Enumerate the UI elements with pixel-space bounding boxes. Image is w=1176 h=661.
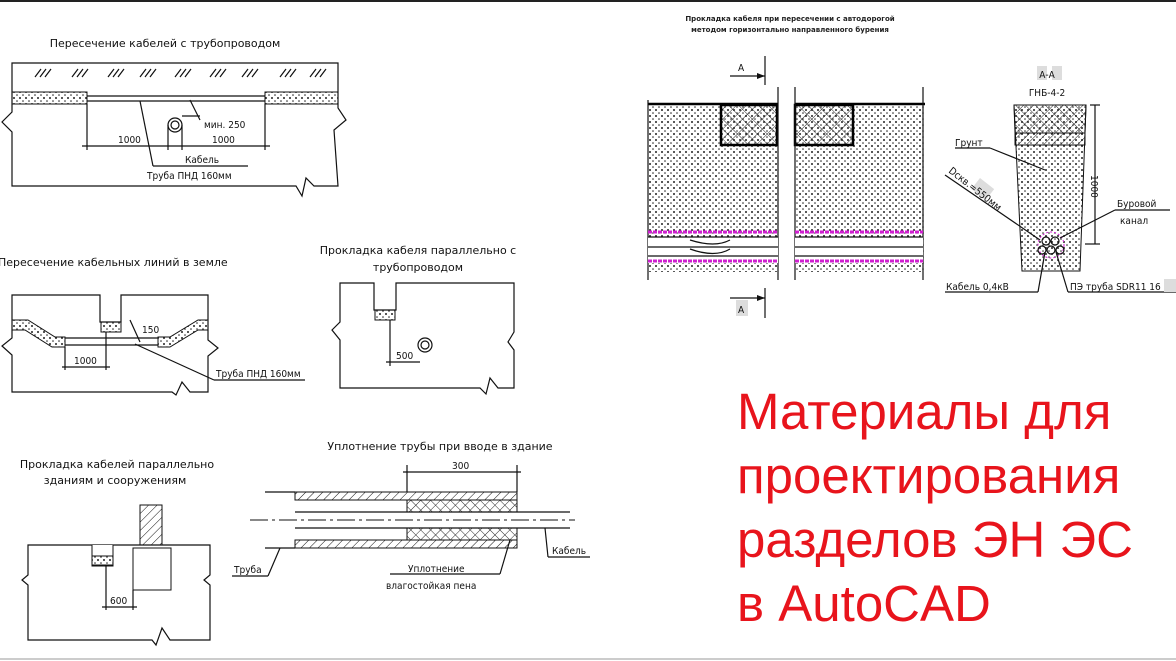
drawing-title-line1: Прокладка кабеля при пересечении с автод… xyxy=(685,15,894,23)
dim-150: 150 xyxy=(142,325,159,336)
soil-label: Грунт xyxy=(955,138,983,149)
drawing-title-line2: зданиям и сооружениям xyxy=(44,474,187,487)
section-mark-top: А xyxy=(738,63,745,74)
dim-1000: 1000 xyxy=(74,356,97,367)
drawing-road-crossing: Прокладка кабеля при пересечении с автод… xyxy=(647,15,925,318)
magenta-lines xyxy=(648,230,923,263)
channel-label-1: Буровой xyxy=(1117,199,1157,210)
drawing-title-line2: трубопроводом xyxy=(373,261,463,274)
foam-label: влагостойкая пена xyxy=(386,581,476,592)
dim-right: 1000 xyxy=(212,135,235,146)
dim-600: 600 xyxy=(110,596,127,607)
drawing-title: Уплотнение трубы при вводе в здание xyxy=(327,440,552,453)
drawing-parallel-pipeline: Прокладка кабеля параллельно с трубопров… xyxy=(320,244,516,396)
dim-300: 300 xyxy=(452,461,469,472)
section-title: А-А xyxy=(1039,70,1055,81)
drawing-title-line1: Прокладка кабеля параллельно с xyxy=(320,244,516,257)
drawing-crossing-cables: Пересечение кабельных линий в земле 1000… xyxy=(0,256,305,396)
headline-line-1: Материалы для xyxy=(737,383,1112,440)
depth-dim: 1000 xyxy=(1088,175,1099,198)
diameter-label: Dскв.=550мм xyxy=(946,166,1003,214)
section-code: ГНБ-4-2 xyxy=(1029,88,1065,99)
seal-label: Уплотнение xyxy=(408,564,465,575)
drawing-parallel-buildings: Прокладка кабелей параллельно зданиям и … xyxy=(20,458,214,647)
drawing-section-aa: А-А ГНБ-4-2 1000 Грунт Dскв.=550мм Буров… xyxy=(944,66,1176,293)
pipe-label: ПЭ труба SDR11 16 xyxy=(1070,281,1161,293)
dim-left: 1000 xyxy=(118,135,141,146)
headline: Материалы для проектирования разделов ЭН… xyxy=(737,380,1133,636)
headline-line-3: разделов ЭН ЭС xyxy=(737,511,1133,568)
drawing-crossing-pipeline: Пересечение кабелей с трубопроводом мин.… xyxy=(1,37,347,198)
drawing-title-line1: Прокладка кабелей параллельно xyxy=(20,458,214,471)
pipe-label: Труба ПНД 160мм xyxy=(215,368,301,380)
headline-line-2: проектирования xyxy=(737,447,1121,504)
drawing-title: Пересечение кабельных линий в земле xyxy=(0,256,228,269)
headline-line-4: в AutoCAD xyxy=(737,575,991,632)
pipe-label: Труба ПНД 160мм xyxy=(146,170,232,182)
cable-label: Кабель xyxy=(185,154,219,166)
cable-label: Кабель xyxy=(552,545,586,557)
pipe-label: Труба xyxy=(233,564,262,576)
dim-500: 500 xyxy=(396,351,413,362)
section-mark-bottom: А xyxy=(738,305,745,316)
cable-label: Кабель 0,4кВ xyxy=(946,281,1009,293)
drawing-title-line2: методом горизонтально направленного буре… xyxy=(691,26,889,34)
drawing-title: Пересечение кабелей с трубопроводом xyxy=(50,37,281,50)
channel-label-2: канал xyxy=(1120,216,1148,227)
drawing-pipe-sealing: Уплотнение трубы при вводе в здание 300 … xyxy=(232,440,590,592)
min-distance-label: мин. 250 xyxy=(204,120,246,131)
